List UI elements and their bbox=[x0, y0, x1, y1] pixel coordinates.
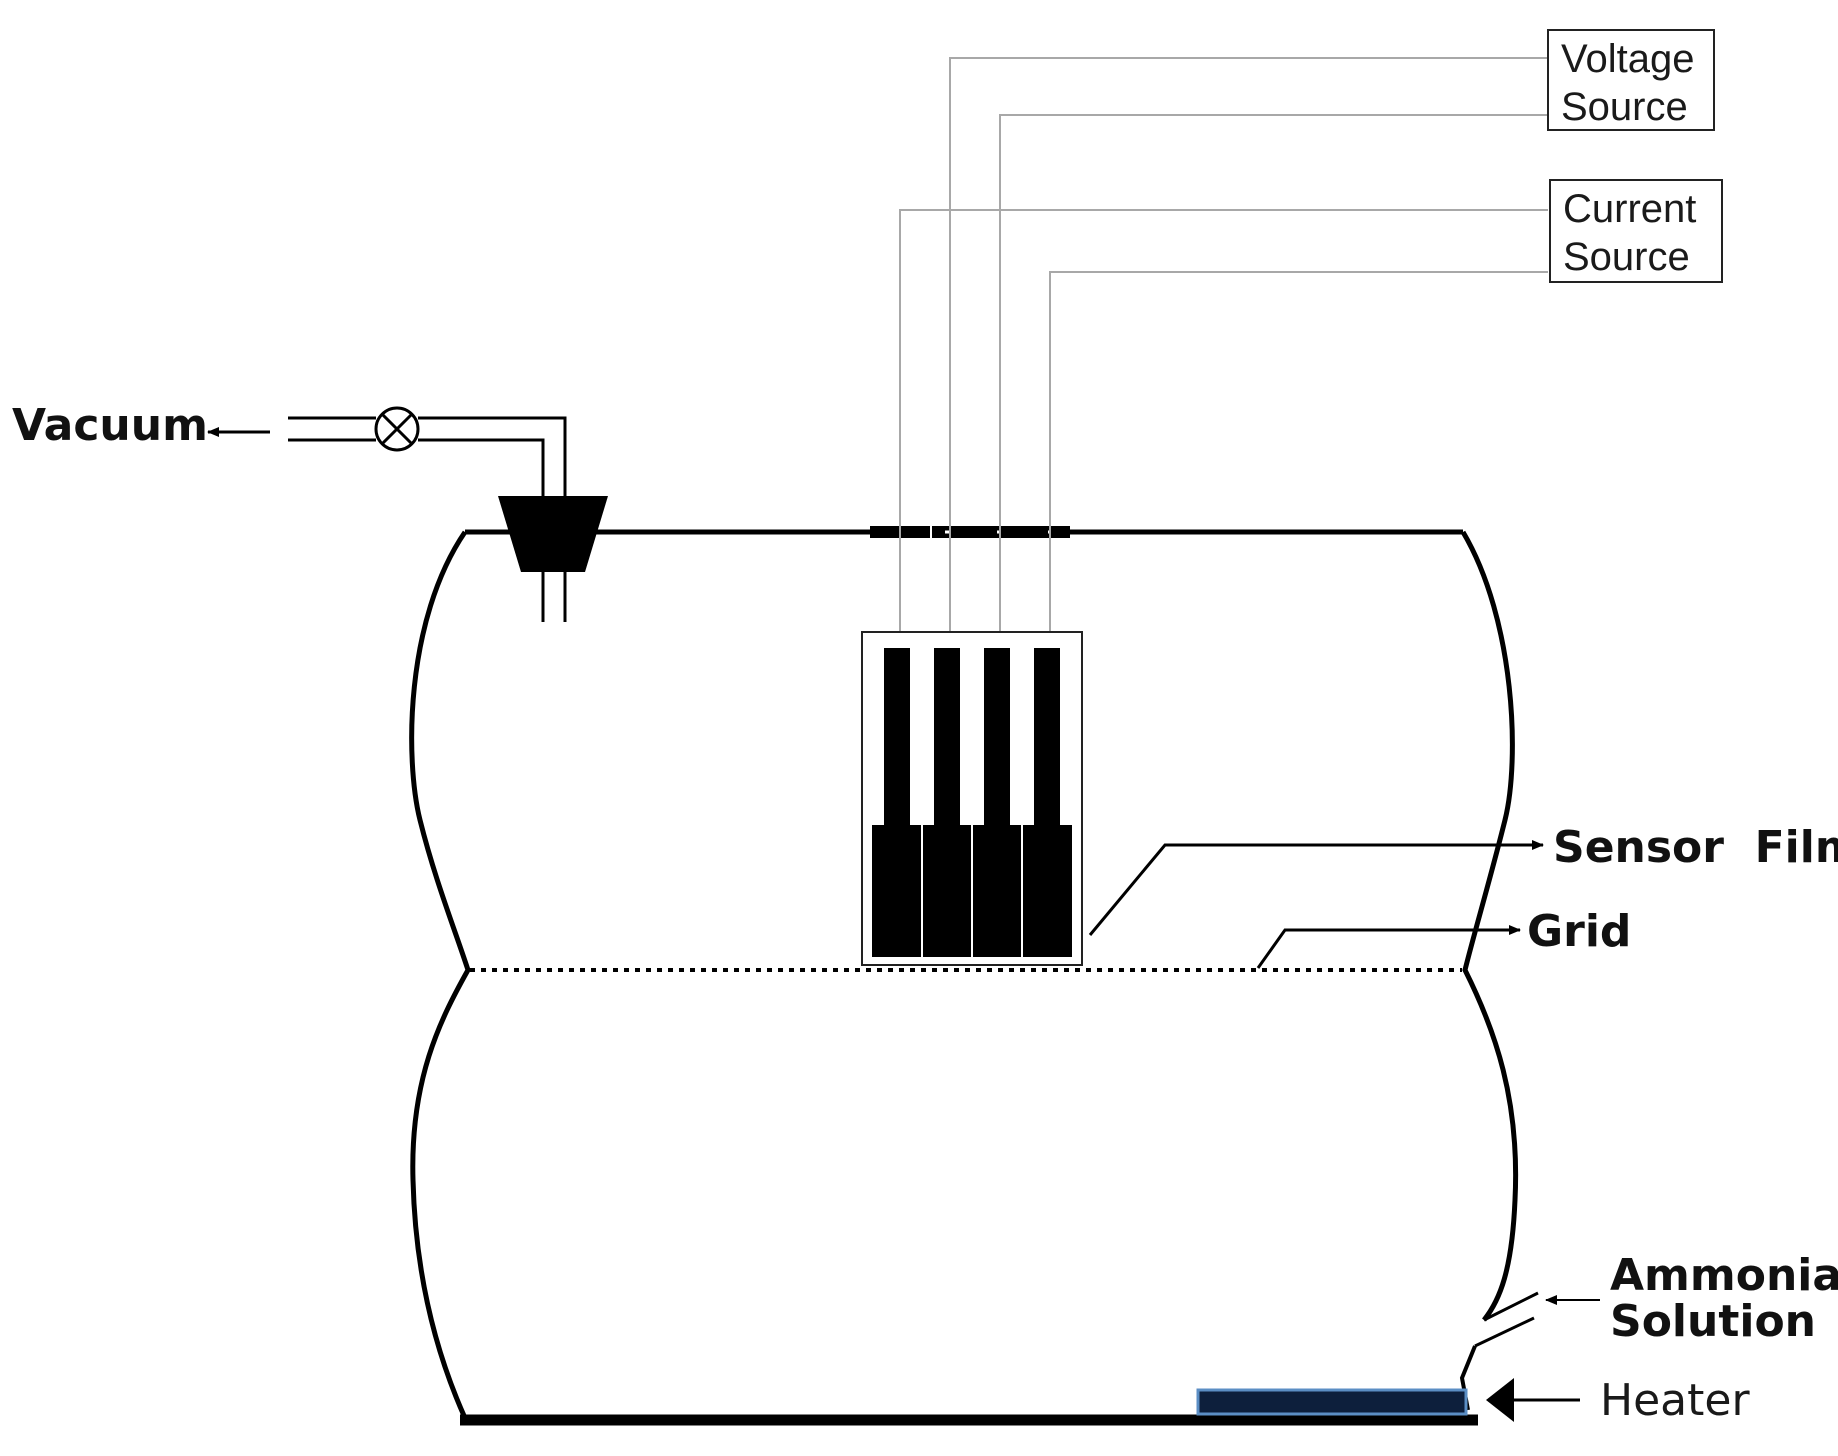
voltage-source-label-line1: Voltage bbox=[1561, 37, 1694, 81]
grid-label: Grid bbox=[1527, 906, 1631, 957]
current-source-box: Current Source bbox=[1549, 179, 1723, 283]
valve-icon bbox=[374, 406, 420, 452]
vacuum-label: Vacuum bbox=[12, 400, 208, 451]
heater-label: Heater bbox=[1600, 1375, 1750, 1426]
ammonia-solution-label-line1: Ammonia bbox=[1610, 1250, 1838, 1301]
voltage-source-box: Voltage Source bbox=[1547, 29, 1715, 131]
chamber-left-wall bbox=[409, 530, 471, 1420]
voltage-source-label-line2: Source bbox=[1561, 85, 1688, 129]
sensor-film-pointer bbox=[1088, 840, 1544, 936]
sensor-film-label: Sensor Film bbox=[1553, 822, 1838, 873]
wiring bbox=[899, 57, 1548, 640]
sensor-film-assembly bbox=[861, 631, 1083, 966]
electrode-1 bbox=[884, 648, 910, 828]
wire-current-1 bbox=[899, 209, 1548, 640]
electrode-2 bbox=[934, 648, 960, 828]
electrode-4 bbox=[1034, 648, 1060, 828]
heater-element bbox=[1196, 1388, 1468, 1416]
ammonia-solution-label-line2: Solution bbox=[1610, 1296, 1816, 1347]
current-source-label-line1: Current bbox=[1563, 187, 1696, 231]
wire-voltage-2 bbox=[999, 114, 1548, 640]
current-source-label-line2: Source bbox=[1563, 235, 1690, 279]
vacuum-line bbox=[207, 406, 608, 622]
electrode-3 bbox=[984, 648, 1010, 828]
grid-pointer bbox=[1256, 925, 1521, 969]
chamber-right-wall bbox=[1460, 530, 1519, 1322]
ammonia-inlet bbox=[1474, 1291, 1600, 1348]
vacuum-port-funnel bbox=[498, 496, 608, 572]
wire-voltage-1 bbox=[949, 57, 1548, 640]
heater-arrow bbox=[1486, 1378, 1514, 1422]
wire-current-2 bbox=[1049, 271, 1548, 640]
